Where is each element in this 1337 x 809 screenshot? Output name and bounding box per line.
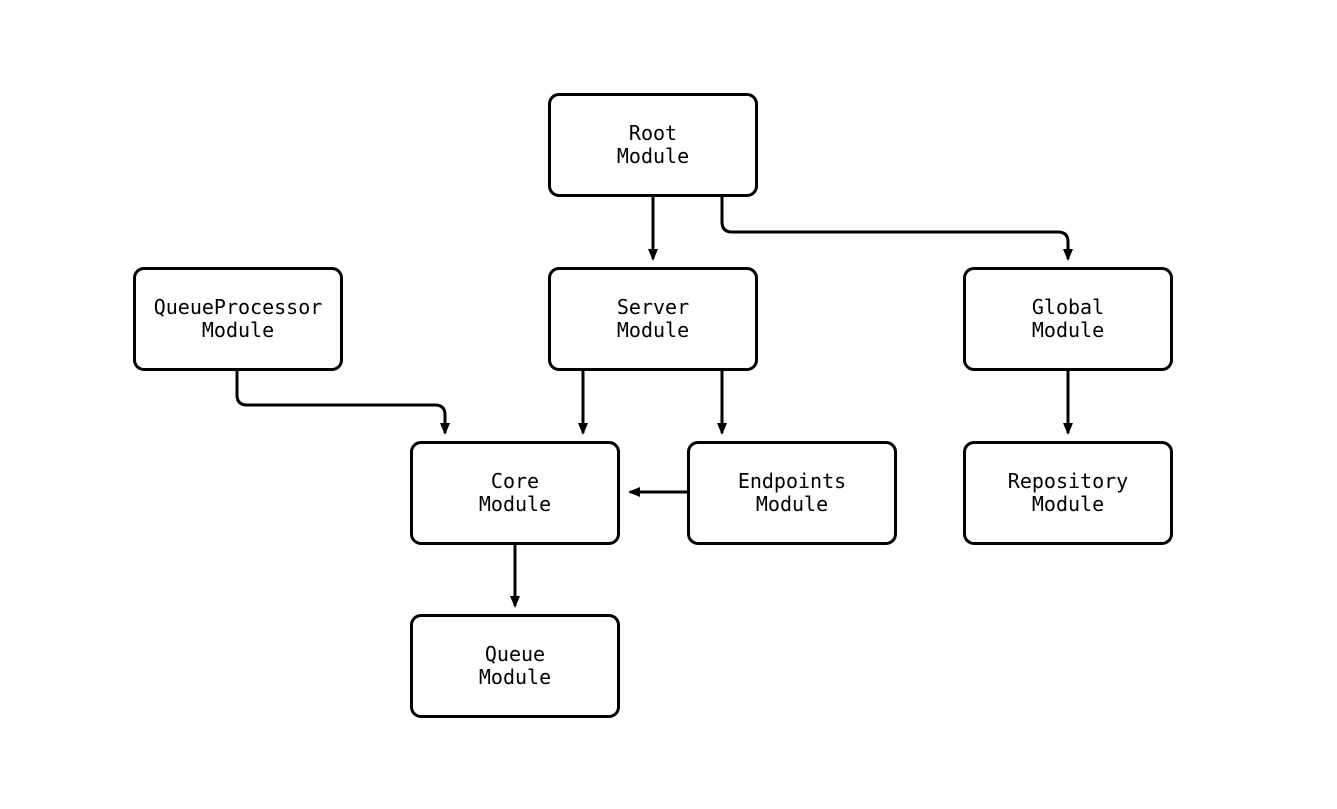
node-label-name: Endpoints bbox=[737, 469, 847, 493]
edge-root-to-global bbox=[720, 197, 1073, 261]
edge-queueprocessor-to-core bbox=[235, 371, 450, 435]
node-label-name: Root bbox=[628, 121, 678, 145]
node-label-name: Core bbox=[490, 469, 540, 493]
node-label-name: QueueProcessor bbox=[153, 295, 323, 319]
node-label-name: Repository bbox=[1007, 469, 1129, 493]
node-label-suffix: Module bbox=[616, 144, 690, 168]
node-label-suffix: Module bbox=[755, 492, 829, 516]
node-label-name: Queue bbox=[484, 642, 546, 666]
node-label-suffix: Module bbox=[1031, 492, 1105, 516]
node-label-suffix: Module bbox=[478, 492, 552, 516]
node-label-suffix: Module bbox=[1031, 318, 1105, 342]
node-label-name: Server bbox=[616, 295, 690, 319]
node-label-suffix: Module bbox=[478, 665, 552, 689]
node-label-name: Global bbox=[1031, 295, 1105, 319]
node-label-suffix: Module bbox=[616, 318, 690, 342]
node-label-suffix: Module bbox=[201, 318, 275, 342]
